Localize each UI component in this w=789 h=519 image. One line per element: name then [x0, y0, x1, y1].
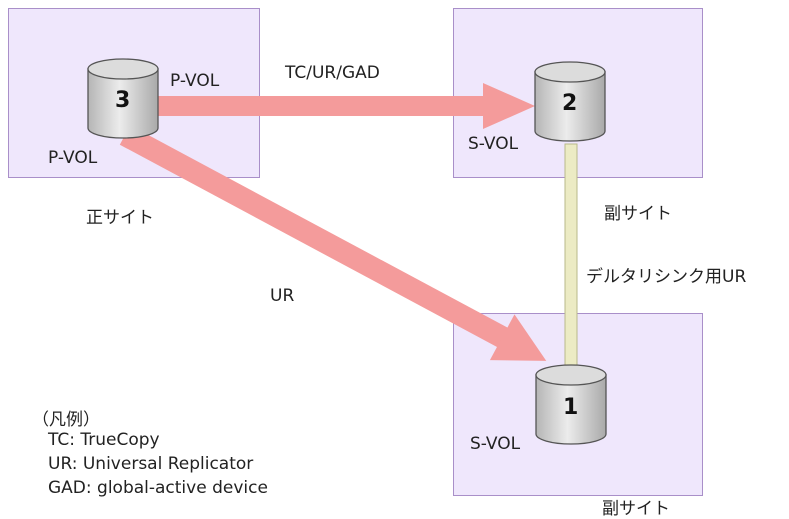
volume-1-number: 1: [563, 395, 579, 420]
legend-item-gad: GAD: global-active device: [48, 478, 268, 498]
volume-2-cylinder: [534, 61, 606, 142]
volume-1-cylinder: [535, 364, 607, 445]
primary-site-label: 正サイト: [86, 208, 154, 228]
link-label-tc-ur-gad: TC/UR/GAD: [285, 63, 380, 83]
volume-3-pvol-label-right: P-VOL: [170, 71, 220, 91]
legend-title: （凡例）: [32, 410, 100, 430]
legend-item-tc: TC: TrueCopy: [48, 430, 160, 450]
link-label-ur: UR: [270, 286, 295, 306]
secondary-site-upper-label: 副サイト: [604, 204, 672, 224]
arrow-ur: [119, 125, 547, 361]
volume-3-cylinder: [87, 58, 159, 139]
delta-resync-link: [564, 143, 578, 377]
volume-3-number: 3: [115, 88, 131, 113]
volume-3-pvol-label-below: P-VOL: [48, 148, 98, 168]
volume-2-number: 2: [562, 91, 578, 116]
link-label-delta-resync: デルタリシンク用UR: [586, 267, 747, 287]
volume-2-svol-label: S-VOL: [468, 134, 519, 154]
legend-item-ur: UR: Universal Replicator: [48, 454, 254, 474]
arrow-tc-ur-gad: [158, 83, 535, 129]
volume-1-svol-label: S-VOL: [470, 434, 521, 454]
secondary-site-lower-label: 副サイト: [602, 499, 670, 519]
